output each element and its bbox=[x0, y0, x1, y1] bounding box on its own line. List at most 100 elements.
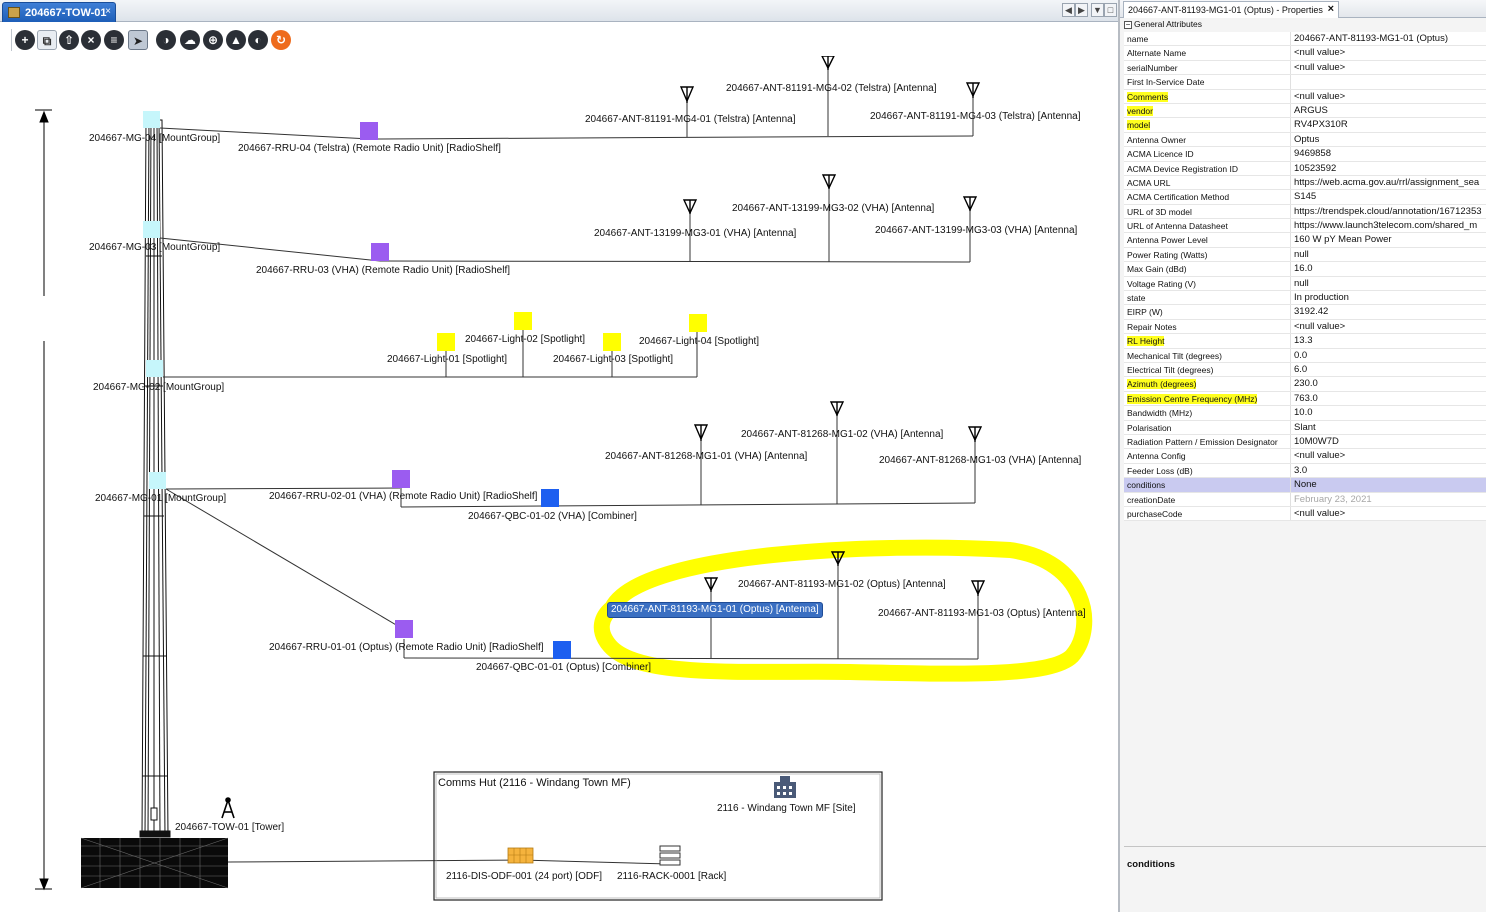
light-02-node[interactable] bbox=[514, 312, 532, 330]
diagram-canvas[interactable]: 204667-MG-04 [MountGroup] 204667-RRU-04 … bbox=[0, 56, 1118, 912]
column-divider[interactable] bbox=[1290, 391, 1291, 406]
property-value[interactable]: <null value> bbox=[1294, 507, 1346, 519]
property-value[interactable]: 9469858 bbox=[1294, 148, 1331, 160]
column-divider[interactable] bbox=[1290, 204, 1291, 219]
tower-icon[interactable] bbox=[221, 797, 235, 819]
property-row[interactable]: Electrical Tilt (degrees)6.0 bbox=[1124, 362, 1486, 378]
tab-tower-diagram[interactable]: 204667-TOW-01 × bbox=[2, 2, 116, 22]
column-divider[interactable] bbox=[1290, 161, 1291, 175]
property-value[interactable]: <null value> bbox=[1294, 90, 1346, 102]
column-divider[interactable] bbox=[1290, 219, 1291, 233]
globe-icon[interactable]: ⊕ bbox=[203, 30, 223, 50]
property-row[interactable]: Comments<null value> bbox=[1124, 89, 1486, 104]
copy-icon[interactable]: ⧉ bbox=[37, 30, 57, 50]
cloud-icon[interactable]: ☁ bbox=[180, 30, 200, 50]
maximize-icon[interactable]: □ bbox=[1104, 3, 1117, 17]
column-divider[interactable] bbox=[1290, 103, 1291, 118]
general-attributes-header[interactable]: −General Attributes bbox=[1124, 19, 1486, 32]
column-divider[interactable] bbox=[1290, 276, 1291, 291]
property-row[interactable]: Mechanical Tilt (degrees)0.0 bbox=[1124, 348, 1486, 363]
column-divider[interactable] bbox=[1290, 377, 1291, 391]
property-row[interactable]: Antenna Config<null value> bbox=[1124, 449, 1486, 464]
column-divider[interactable] bbox=[1290, 190, 1291, 204]
column-divider[interactable] bbox=[1290, 334, 1291, 348]
close-icon[interactable]: × bbox=[105, 6, 111, 17]
column-divider[interactable] bbox=[1290, 420, 1291, 434]
property-value[interactable]: null bbox=[1294, 248, 1309, 260]
light-03-node[interactable] bbox=[603, 333, 621, 351]
light-04-node[interactable] bbox=[689, 314, 707, 332]
property-value[interactable]: 160 W pY Mean Power bbox=[1294, 234, 1392, 246]
property-row[interactable]: serialNumber<null value> bbox=[1124, 60, 1486, 76]
column-divider[interactable] bbox=[1290, 60, 1291, 75]
property-value[interactable]: <null value> bbox=[1294, 61, 1346, 73]
antenna-13199-01-icon[interactable] bbox=[682, 199, 698, 215]
property-value[interactable]: 3.0 bbox=[1294, 464, 1308, 476]
rru-03-node[interactable] bbox=[371, 243, 389, 261]
property-row[interactable]: purchaseCode<null value> bbox=[1124, 506, 1486, 522]
property-row[interactable]: Power Rating (Watts)null bbox=[1124, 247, 1486, 263]
rack-icon[interactable] bbox=[659, 845, 681, 866]
property-value[interactable]: 16.0 bbox=[1294, 263, 1313, 275]
column-divider[interactable] bbox=[1290, 46, 1291, 60]
antenna-13199-03-icon[interactable] bbox=[962, 196, 978, 212]
property-value[interactable]: 3192.42 bbox=[1294, 306, 1329, 318]
add-icon[interactable]: + bbox=[15, 30, 35, 50]
property-value[interactable]: None bbox=[1294, 479, 1317, 491]
property-row[interactable]: Repair Notes<null value> bbox=[1124, 319, 1486, 335]
column-divider[interactable] bbox=[1290, 147, 1291, 161]
property-value[interactable]: 763.0 bbox=[1294, 392, 1318, 404]
property-value[interactable]: Slant bbox=[1294, 421, 1316, 433]
mount-group-01-node[interactable] bbox=[149, 472, 166, 489]
property-value[interactable]: February 23, 2021 bbox=[1294, 493, 1372, 505]
column-divider[interactable] bbox=[1290, 492, 1291, 506]
upload-icon[interactable]: ⇧ bbox=[59, 30, 79, 50]
property-row[interactable]: First In-Service Date bbox=[1124, 75, 1486, 90]
property-value[interactable]: 10M0W7D bbox=[1294, 435, 1339, 447]
property-row[interactable]: Azimuth (degrees)230.0 bbox=[1124, 377, 1486, 392]
property-value[interactable]: 204667-ANT-81193-MG1-01 (Optus) bbox=[1294, 33, 1449, 44]
column-divider[interactable] bbox=[1290, 305, 1291, 319]
rru-01-01-node[interactable] bbox=[395, 620, 413, 638]
document-icon[interactable]: ≡ bbox=[104, 30, 124, 50]
column-divider[interactable] bbox=[1290, 175, 1291, 190]
column-divider[interactable] bbox=[1290, 406, 1291, 420]
column-divider[interactable] bbox=[1290, 449, 1291, 463]
gauge-icon[interactable]: ◐ bbox=[248, 30, 268, 50]
comms-hut-container[interactable] bbox=[433, 771, 883, 901]
remove-icon[interactable]: × bbox=[81, 30, 101, 50]
antenna-81193-01-label-selected[interactable]: 204667-ANT-81193-MG1-01 (Optus) [Antenna… bbox=[607, 602, 823, 618]
column-divider[interactable] bbox=[1290, 434, 1291, 449]
mount-group-03-node[interactable] bbox=[143, 221, 160, 238]
antenna-81193-02-icon[interactable] bbox=[830, 551, 846, 566]
qbc-01-01-node[interactable] bbox=[553, 641, 571, 659]
column-divider[interactable] bbox=[1290, 89, 1291, 103]
column-divider[interactable] bbox=[1290, 463, 1291, 478]
antenna-81193-01-icon[interactable] bbox=[703, 577, 719, 592]
property-value[interactable]: 10523592 bbox=[1294, 162, 1337, 174]
antenna-81191-03-icon[interactable] bbox=[965, 82, 981, 98]
column-divider[interactable] bbox=[1290, 319, 1291, 334]
tab-list-icon[interactable]: ▼ bbox=[1091, 3, 1104, 17]
column-divider[interactable] bbox=[1290, 291, 1291, 305]
property-value[interactable]: https://web.acma.gov.au/rrl/assignment_s… bbox=[1294, 176, 1480, 188]
light-01-node[interactable] bbox=[437, 333, 455, 351]
property-value[interactable]: 13.3 bbox=[1294, 335, 1313, 347]
property-value[interactable]: 10.0 bbox=[1294, 407, 1313, 419]
property-row[interactable]: Feeder Loss (dB)3.0 bbox=[1124, 463, 1486, 479]
refresh-icon[interactable]: ↻ bbox=[271, 30, 291, 50]
column-divider[interactable] bbox=[1290, 233, 1291, 247]
property-value[interactable]: null bbox=[1294, 277, 1309, 289]
antenna-81268-02-icon[interactable] bbox=[829, 401, 845, 417]
qbc-01-02-node[interactable] bbox=[541, 489, 559, 507]
property-value[interactable]: Optus bbox=[1294, 133, 1320, 145]
column-divider[interactable] bbox=[1290, 348, 1291, 362]
property-row[interactable]: Max Gain (dBd)16.0 bbox=[1124, 262, 1486, 277]
